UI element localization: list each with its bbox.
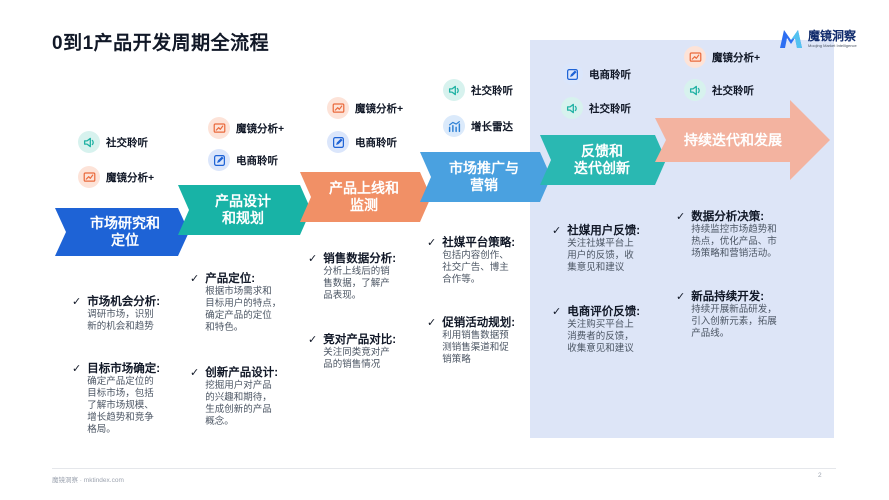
item-heading: 目标市场确定: [87,363,161,375]
tag-ecommerce-listening[interactable]: 电商聆听 [561,63,631,85]
check-icon: ✓ [427,237,437,249]
tag-social-listening[interactable]: 社交聆听 [684,79,754,101]
item-heading: 销售数据分析: [323,253,397,265]
speaker-icon [561,97,583,119]
step-label-market-research: 市场研究和 定位 [90,215,160,248]
step-label-promotion: 市场推广与 营销 [449,160,519,193]
item-heading: 市场机会分析: [87,296,161,308]
list-item: ✓ 社媒用户反馈: 关注社媒平台上 用户的反馈，收 集意见和建议 [552,224,640,274]
item-description: 挖掘用户对产品 的兴趣和期待， 生成创新的产品 概念。 [205,380,272,427]
step-label-continuous: 持续迭代和发展 [684,131,782,148]
speaker-icon [684,79,706,101]
item-heading: 竞对产品对比: [323,334,397,346]
speaker-icon [443,79,465,101]
item-description: 关注社媒平台上 用户的反馈，收 集意见和建议 [567,238,634,273]
list-item: ✓ 目标市场确定: 确定产品定位的 目标市场，包括 了解市场规模、 增长趋势和竞… [72,362,160,436]
item-heading: 创新产品设计: [205,367,279,379]
item-description: 持续开展新品研发， 引入创新元素，拓展 产品线。 [691,304,777,339]
item-heading: 数据分析决策: [691,211,765,223]
item-description: 根据市场需求和 目标用户的特点， 确定产品的定位 和特色。 [205,286,282,333]
item-description: 确定产品定位的 目标市场，包括 了解市场规模、 增长趋势和竞争 格局。 [87,376,154,435]
item-description: 调研市场，识别 新的机会和趋势 [87,309,154,332]
chart-icon [684,46,706,68]
logo-mark-icon [780,30,802,48]
check-icon: ✓ [676,211,686,223]
tag-social-listening[interactable]: 社交聆听 [561,97,631,119]
item-heading: 社媒平台策略: [442,237,516,249]
list-item: ✓ 促销活动规划: 利用销售数据预 测销售渠道和促 销策略 [427,316,515,366]
edit-icon [208,149,230,171]
step-6-arrow [655,100,830,180]
tag-social-listening[interactable]: 社交聆听 [443,79,513,101]
tag-mojing-analysis[interactable]: 魔镜分析+ [684,46,760,68]
item-description: 分析上线后的销 售数据，了解产 品表现。 [323,266,390,301]
item-description: 关注购买平台上 消费者的反馈， 收集意见和建议 [567,319,634,354]
step-3-shape [300,172,431,222]
item-description: 利用销售数据预 测销售渠道和促 销策略 [442,330,509,365]
tag-social-listening[interactable]: 社交聆听 [78,131,148,153]
list-item: ✓ 产品定位: 根据市场需求和 目标用户的特点， 确定产品的定位 和特色。 [190,272,281,334]
step-label-product-design: 产品设计 和规划 [215,193,271,226]
item-heading: 电商评价反馈: [567,306,641,318]
check-icon: ✓ [308,253,318,265]
list-item: ✓ 数据分析决策: 持续监控市场趋势和 热点，优化产品、市 场策略和营销活动。 [676,210,777,260]
page-number: 2 [818,472,822,479]
list-item: ✓ 市场机会分析: 调研市场，识别 新的机会和趋势 [72,295,160,333]
speaker-icon [78,131,100,153]
list-item: ✓ 创新产品设计: 挖掘用户对产品 的兴趣和期待， 生成创新的产品 概念。 [190,366,278,428]
check-icon: ✓ [190,273,200,285]
item-description: 持续监控市场趋势和 热点，优化产品、市 场策略和营销活动。 [691,224,777,259]
check-icon: ✓ [190,367,200,379]
check-icon: ✓ [308,334,318,346]
step-label-launch-monitor: 产品上线和 监测 [329,180,399,213]
step-1-shape [55,208,189,256]
item-heading: 产品定位: [205,273,256,285]
check-icon: ✓ [552,225,562,237]
check-icon: ✓ [72,296,82,308]
tag-growth-radar[interactable]: 增长雷达 [443,115,513,137]
list-item: ✓ 电商评价反馈: 关注购买平台上 消费者的反馈， 收集意见和建议 [552,305,640,355]
tag-mojing-analysis[interactable]: 魔镜分析+ [78,166,154,188]
footer-source: 魔镜洞察 · mktindex.com [52,477,124,484]
check-icon: ✓ [72,363,82,375]
check-icon: ✓ [676,291,686,303]
list-item: ✓ 销售数据分析: 分析上线后的销 售数据，了解产 品表现。 [308,252,396,302]
item-description: 包括内容创作、 社交广告、博主 合作等。 [442,250,509,285]
footer-divider [52,468,836,469]
tag-ecommerce-listening[interactable]: 电商聆听 [327,131,397,153]
tag-mojing-analysis[interactable]: 魔镜分析+ [327,97,403,119]
list-item: ✓ 社媒平台策略: 包括内容创作、 社交广告、博主 合作等。 [427,236,515,286]
chart-icon [327,97,349,119]
brand-logo: 魔镜洞察 Moojing Market Intelligence [778,28,857,50]
logo-name: 魔镜洞察 [808,28,857,43]
item-heading: 新品持续开发: [691,291,765,303]
item-heading: 促销活动规划: [442,317,516,329]
tag-mojing-analysis[interactable]: 魔镜分析+ [208,117,284,139]
trend-icon [443,115,465,137]
step-2-shape [178,185,311,235]
item-description: 关注同类竞对产 品的销售情况 [323,347,390,370]
page-title: 0到1产品开发周期全流程 [52,33,270,54]
list-item: ✓ 新品持续开发: 持续开展新品研发， 引入创新元素，拓展 产品线。 [676,290,777,340]
check-icon: ✓ [427,317,437,329]
logo-subtitle: Moojing Market Intelligence [808,42,857,48]
edit-icon [327,131,349,153]
tag-ecommerce-listening[interactable]: 电商聆听 [208,149,278,171]
edit-icon [561,63,583,85]
step-label-feedback: 反馈和 迭代创新 [574,143,630,176]
check-icon: ✓ [552,306,562,318]
step-5-shape [540,135,666,185]
list-item: ✓ 竞对产品对比: 关注同类竞对产 品的销售情况 [308,333,396,371]
chart-icon [208,117,230,139]
chart-icon [78,166,100,188]
step-4-shape [420,152,551,202]
item-heading: 社媒用户反馈: [567,225,641,237]
